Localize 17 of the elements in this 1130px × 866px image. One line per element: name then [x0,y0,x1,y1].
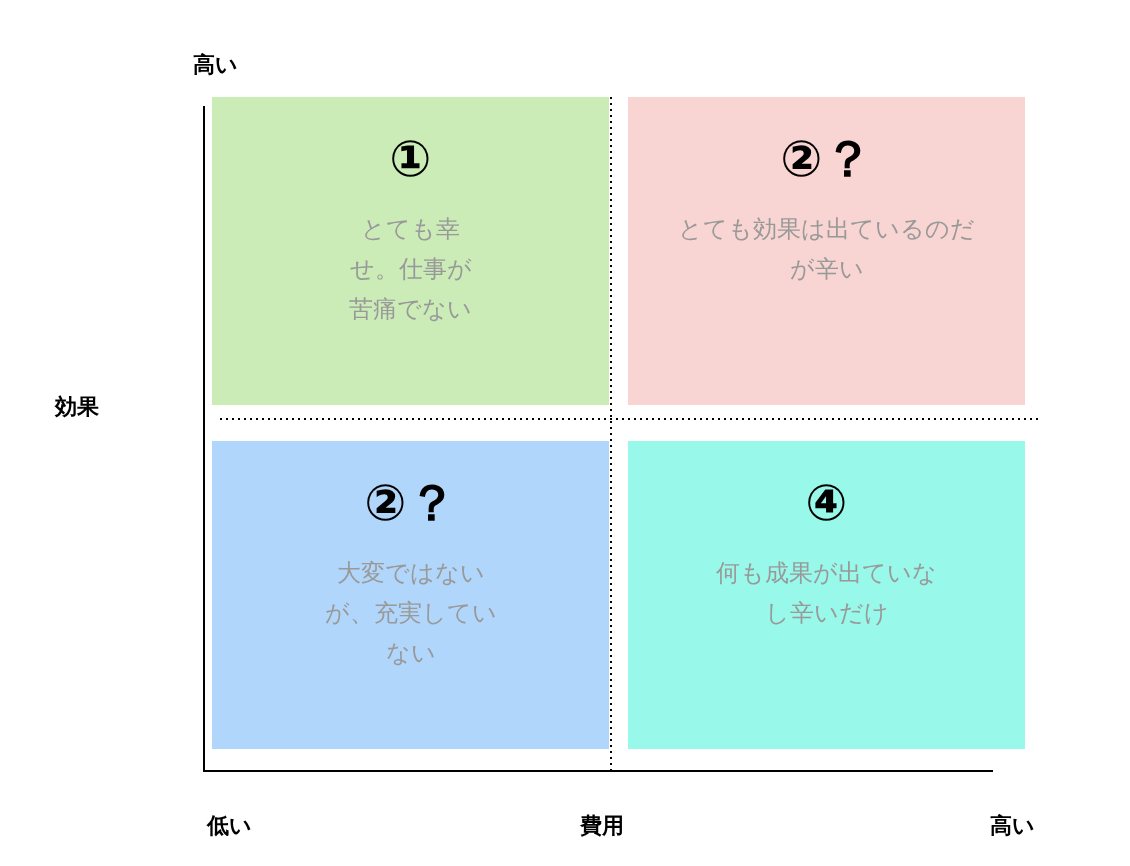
quadrant-description: 何も成果が出ていなし辛いだけ [715,558,938,629]
axis-title: 費用 [580,812,624,840]
axis-title: 効果 [55,393,99,421]
axis-min-label: 低い [207,812,252,840]
axis-max-label: 高い [990,812,1035,840]
quadrant-number: ②？ [780,129,873,189]
quadrant-panel [212,97,609,405]
quadrant-number: ④ [805,473,848,533]
quadrant-description: とても効果は出ているのだが辛い [677,214,976,285]
quadrant-description: とても幸せ。仕事が苦痛でない [348,214,473,325]
quadrant-panel [628,97,1025,405]
quadrant-description: 大変ではないが、充実していない [323,558,498,669]
quadrant-panel [628,441,1025,749]
quadrant-number: ②？ [364,473,457,533]
quadrant-panel [212,441,609,749]
axis-max-label: 高い [193,51,238,79]
quadrant-number: ① [389,129,432,189]
